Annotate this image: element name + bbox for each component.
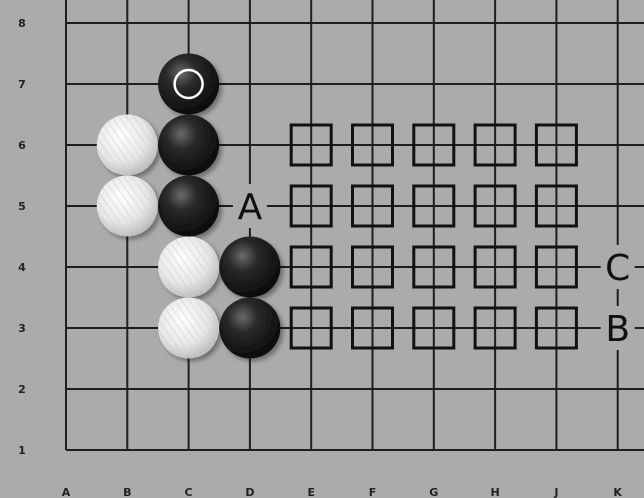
- column-coordinate-D: D: [245, 486, 254, 498]
- square-marker-J5: [534, 184, 578, 228]
- square-marker-G4: [412, 245, 456, 289]
- black-stone-C5[interactable]: [158, 175, 220, 237]
- square-marker-E6: [289, 123, 333, 167]
- square-marker-J6: [534, 123, 578, 167]
- square-marker-F6: [351, 123, 394, 167]
- black-stone-D3[interactable]: [219, 297, 281, 359]
- black-stone-C6[interactable]: [158, 114, 220, 176]
- last-move-marker-icon: [173, 68, 204, 100]
- column-coordinate-H: H: [490, 486, 499, 498]
- point-label-B: B: [605, 309, 630, 350]
- square-marker-E5: [289, 184, 333, 228]
- square-marker-J4: [534, 245, 578, 289]
- row-coordinate-6: 6: [18, 139, 26, 152]
- square-marker-F5: [351, 184, 394, 228]
- point-label-C: C: [605, 248, 630, 289]
- row-coordinate-2: 2: [18, 383, 26, 396]
- column-coordinate-J: J: [553, 486, 558, 498]
- stones: [96, 53, 281, 359]
- black-stone-C7[interactable]: [158, 53, 220, 115]
- square-marker-E4: [289, 245, 333, 289]
- square-marker-E3: [289, 306, 333, 350]
- square-markers: [289, 123, 578, 350]
- square-marker-H3: [473, 306, 517, 350]
- white-stone-B5[interactable]: [96, 175, 158, 237]
- square-marker-F4: [351, 245, 394, 289]
- column-coordinate-E: E: [307, 486, 315, 498]
- label-background-D5: [232, 184, 267, 228]
- square-marker-H5: [473, 184, 517, 228]
- row-coordinate-4: 4: [18, 261, 26, 274]
- square-marker-H6: [473, 123, 517, 167]
- column-coordinate-K: K: [613, 486, 622, 498]
- point-label-A: A: [238, 187, 263, 228]
- square-marker-G5: [412, 184, 456, 228]
- square-marker-G6: [412, 123, 456, 167]
- square-marker-G3: [412, 306, 456, 350]
- row-coordinate-7: 7: [18, 78, 26, 91]
- point-labels: A CB: [232, 184, 635, 350]
- column-coordinate-A: A: [62, 486, 71, 498]
- square-marker-F3: [351, 306, 394, 350]
- column-coordinate-B: B: [123, 486, 131, 498]
- white-stone-C4[interactable]: [158, 236, 220, 298]
- column-coordinate-F: F: [369, 486, 377, 498]
- column-coordinate-C: C: [185, 486, 193, 498]
- row-coordinate-3: 3: [18, 322, 26, 335]
- row-coordinate-5: 5: [18, 200, 26, 213]
- square-marker-J3: [534, 306, 578, 350]
- row-coordinate-1: 1: [18, 444, 26, 457]
- square-marker-H4: [473, 245, 517, 289]
- white-stone-C3[interactable]: [158, 297, 220, 359]
- label-background-K3: [600, 306, 635, 350]
- row-coordinate-8: 8: [18, 17, 26, 30]
- label-background-K4: [600, 245, 635, 289]
- black-stone-D4[interactable]: [219, 236, 281, 298]
- white-stone-B6[interactable]: [96, 114, 158, 176]
- column-coordinate-G: G: [429, 486, 438, 498]
